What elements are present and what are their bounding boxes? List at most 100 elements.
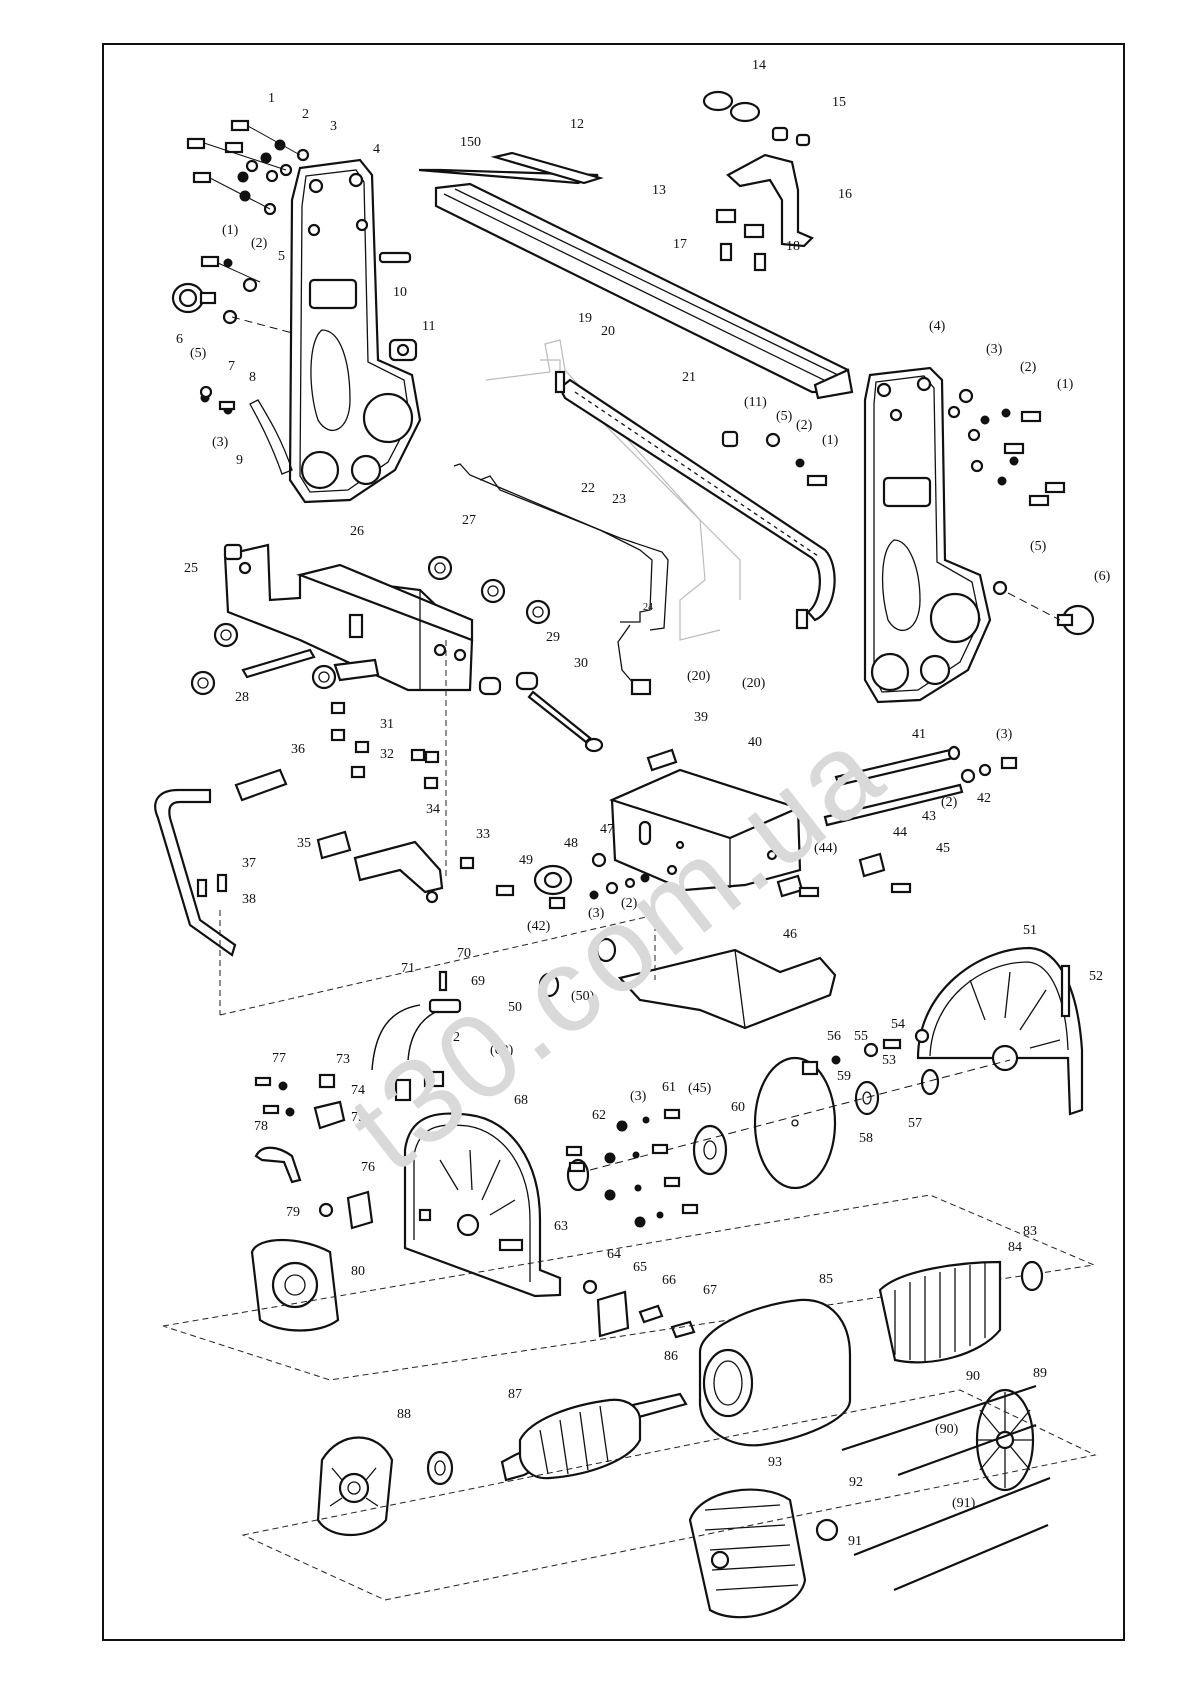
callout-74: 74 xyxy=(351,1083,365,1098)
callout-42: 42 xyxy=(977,791,991,806)
knob-48-and-washers xyxy=(495,852,650,910)
callout-67: 67 xyxy=(703,1283,717,1298)
parts-44-45 xyxy=(776,852,912,898)
callout-9: 9 xyxy=(236,453,243,468)
callout-labels: 1 2 3 4 5 6 7 8 9 10 11 12 13 14 15 16 1… xyxy=(176,58,1111,1549)
callout-8: 8 xyxy=(249,370,256,385)
ref-5-c: (5) xyxy=(1030,539,1047,554)
ref-62: (62) xyxy=(490,1043,514,1058)
screws-31-32-33 xyxy=(330,640,475,880)
callout-4: 4 xyxy=(373,142,380,157)
callout-66: 66 xyxy=(662,1273,676,1288)
bracket-14-15-16-17-18 xyxy=(702,90,814,272)
ref-2-d: (2) xyxy=(941,795,958,810)
fastener-group-top-left xyxy=(186,119,310,415)
callout-84: 84 xyxy=(1008,1240,1022,1255)
callout-45: 45 xyxy=(936,841,950,856)
ref-20-b: (20) xyxy=(742,676,766,691)
callout-86: 86 xyxy=(664,1349,678,1364)
small-parts-69-79 xyxy=(254,970,462,1230)
ref-2-b: (2) xyxy=(796,418,813,433)
fan-89 xyxy=(975,1388,1035,1492)
heatsink-84 xyxy=(878,1260,1044,1364)
callout-35: 35 xyxy=(297,836,311,851)
ref-2-e: (2) xyxy=(621,896,638,911)
rods-41-43 xyxy=(823,745,1018,827)
ref-3-d: (3) xyxy=(588,906,605,921)
callout-14: 14 xyxy=(752,58,766,73)
callout-71: 71 xyxy=(401,961,415,976)
ref-6: (6) xyxy=(1094,569,1111,584)
callout-16: 16 xyxy=(838,187,852,202)
callout-87: 87 xyxy=(508,1387,522,1402)
callout-57: 57 xyxy=(908,1116,922,1131)
callout-90: 90 xyxy=(966,1369,980,1384)
fastener-group-right xyxy=(721,388,1095,636)
ref-2-c: (2) xyxy=(251,236,268,251)
brushes-64-67 xyxy=(582,1279,696,1339)
callout-30: 30 xyxy=(574,656,588,671)
ref-1-a: (1) xyxy=(1057,377,1074,392)
callout-36: 36 xyxy=(291,742,305,757)
callout-68: 68 xyxy=(514,1093,528,1108)
callout-3: 3 xyxy=(330,119,337,134)
housing-26 xyxy=(223,543,474,692)
ref-11: (11) xyxy=(744,395,767,410)
ref-50: (50) xyxy=(571,989,595,1004)
callout-76: 76 xyxy=(361,1160,375,1175)
ref-4: (4) xyxy=(929,319,946,334)
ref-1-c: (1) xyxy=(222,223,239,238)
callout-53: 53 xyxy=(882,1053,896,1068)
callout-39: 39 xyxy=(694,710,708,725)
callout-55: 55 xyxy=(854,1029,868,1044)
box-40 xyxy=(608,748,802,892)
callout-83: 83 xyxy=(1023,1224,1037,1239)
callout-72: 72 xyxy=(446,1030,460,1045)
rods-90-91 xyxy=(841,1384,1051,1592)
callout-65: 65 xyxy=(633,1260,647,1275)
callout-23: 23 xyxy=(612,492,626,507)
callout-58: 58 xyxy=(859,1131,873,1146)
ref-91: (91) xyxy=(952,1496,976,1511)
callout-27: 27 xyxy=(462,513,476,528)
stator-85 xyxy=(698,1298,852,1447)
shafts-28-30 xyxy=(241,648,604,753)
callout-33: 33 xyxy=(476,827,490,842)
callout-17: 17 xyxy=(673,237,687,252)
callout-52: 52 xyxy=(1089,969,1103,984)
callout-21: 21 xyxy=(682,370,696,385)
bearing-87 xyxy=(426,1450,454,1486)
callout-32: 32 xyxy=(380,747,394,762)
callout-29: 29 xyxy=(546,630,560,645)
callout-48: 48 xyxy=(564,836,578,851)
callout-25: 25 xyxy=(184,561,198,576)
callout-49: 49 xyxy=(519,853,533,868)
callout-54: 54 xyxy=(891,1017,905,1032)
callout-13: 13 xyxy=(652,183,666,198)
callout-31: 31 xyxy=(380,717,394,732)
callout-56: 56 xyxy=(827,1029,841,1044)
callout-34: 34 xyxy=(426,802,440,817)
callout-12: 12 xyxy=(570,117,584,132)
callout-77: 77 xyxy=(272,1051,286,1066)
guard-51 xyxy=(916,946,1084,1116)
callout-51: 51 xyxy=(1023,923,1037,938)
small-hardware-7-8-9-10-11 xyxy=(199,251,418,475)
callout-61: 61 xyxy=(662,1080,676,1095)
ref-5-b: (5) xyxy=(776,409,793,424)
callout-91: 91 xyxy=(848,1534,862,1549)
callout-62: 62 xyxy=(592,1108,606,1123)
callout-73: 73 xyxy=(336,1052,350,1067)
callout-85: 85 xyxy=(819,1272,833,1287)
ref-3-a: (3) xyxy=(986,342,1003,357)
callout-20: 20 xyxy=(601,324,615,339)
cable-chain-21 xyxy=(554,370,836,630)
callout-92: 92 xyxy=(849,1475,863,1490)
callout-37: 37 xyxy=(242,856,256,871)
callout-80: 80 xyxy=(351,1264,365,1279)
end-shield-80 xyxy=(250,1238,340,1332)
callout-11: 11 xyxy=(422,319,435,334)
callout-46: 46 xyxy=(783,927,797,942)
